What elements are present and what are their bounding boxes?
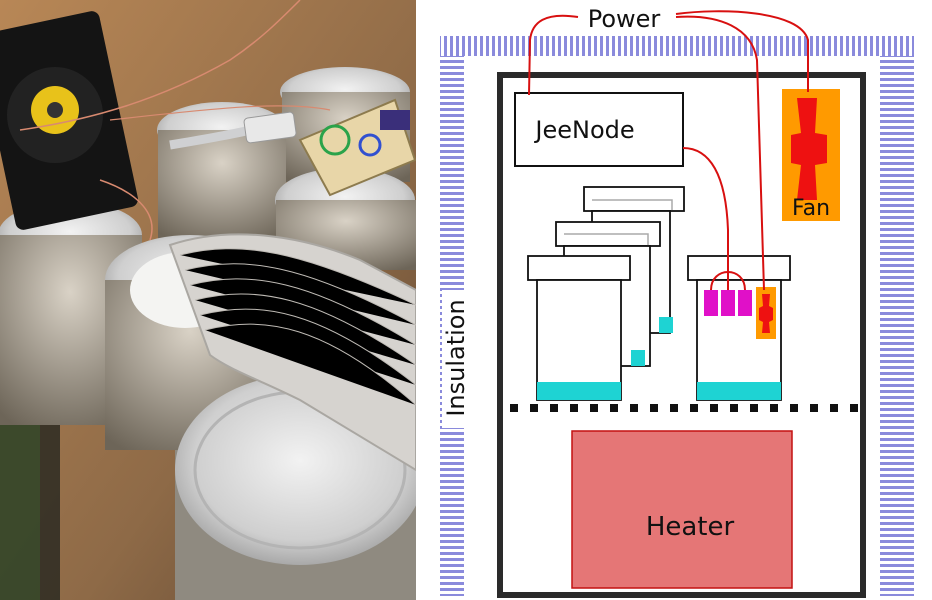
usb-plug [243, 111, 297, 144]
wire-jeenode [528, 14, 579, 96]
water-level [697, 382, 781, 400]
wire-jar-fan [675, 15, 765, 291]
water-level [537, 382, 621, 400]
wire-sensors [682, 147, 729, 258]
sensor [738, 290, 752, 316]
jeenode-label: JeeNode [533, 116, 634, 144]
insulation-top [440, 36, 914, 56]
fan-icon: Fan [782, 89, 840, 221]
jar-fan-icon [756, 287, 776, 339]
power-label: Power [588, 5, 661, 33]
circuit-board-icon [298, 98, 416, 197]
water-level [631, 350, 645, 366]
power-wires [528, 10, 809, 291]
insulation-label: Insulation [442, 299, 470, 416]
wire [99, 179, 153, 241]
water-level [659, 317, 673, 333]
sensor [704, 290, 718, 316]
wire-fan [675, 10, 809, 92]
wire [19, 0, 301, 131]
sensor [721, 290, 735, 316]
wire [109, 105, 331, 121]
insulation-right [880, 56, 914, 596]
jeenode-box [514, 92, 684, 167]
fan-blade [791, 98, 827, 200]
heater-box [571, 430, 793, 589]
insulation-label-bg [442, 290, 468, 428]
photo-panel [0, 0, 416, 600]
jar-front [527, 255, 631, 401]
usb-cable [169, 125, 252, 150]
fan-label: Fan [792, 196, 830, 221]
heater-label: Heater [646, 512, 735, 542]
fan-icon [0, 11, 138, 230]
